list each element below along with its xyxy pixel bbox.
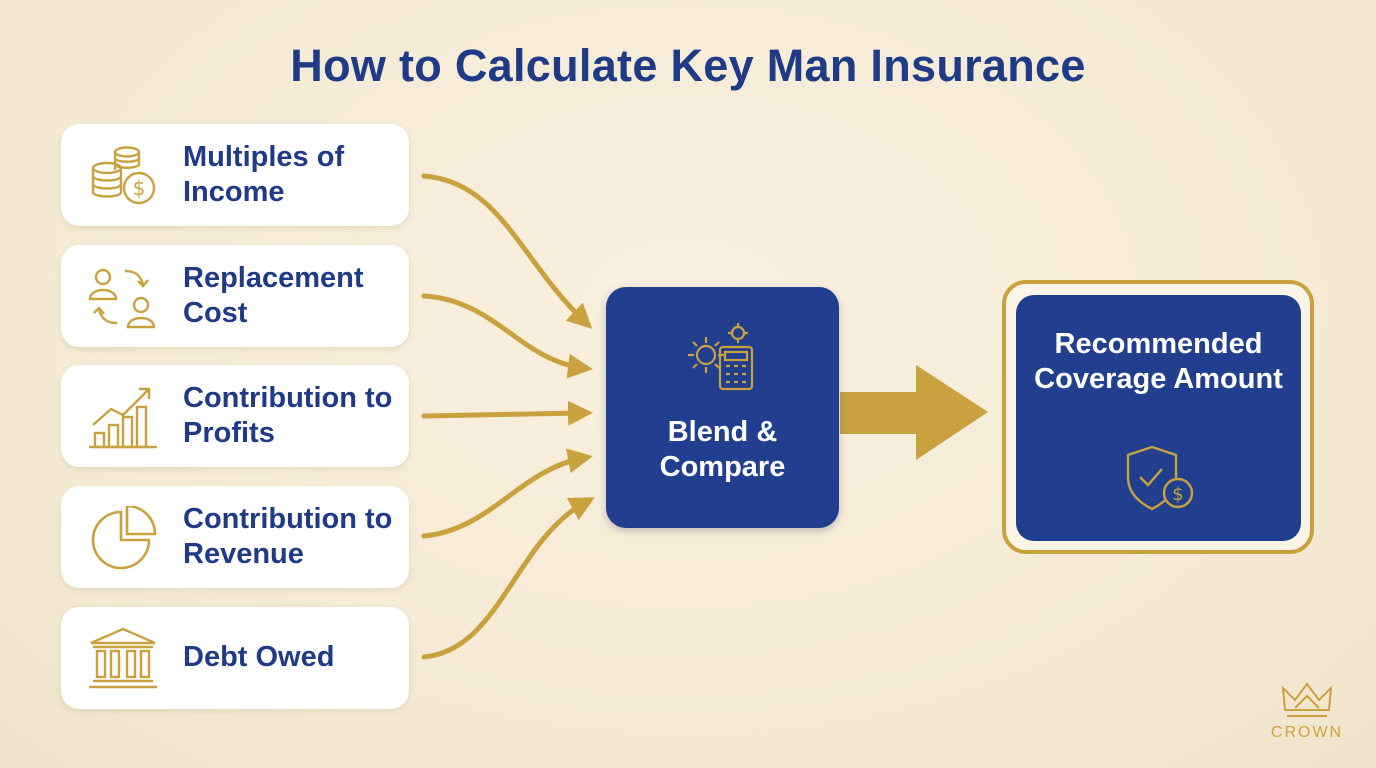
method-box-contribution-to-revenue: Contribution to Revenue [61, 486, 409, 588]
growth-chart-icon [89, 387, 157, 449]
person-swap-icon [88, 268, 156, 329]
bank-icon [89, 627, 157, 689]
pie-chart-icon [91, 506, 157, 570]
recommended-coverage-label: Recommended Coverage Amount [1034, 328, 1283, 396]
shield-dollar-icon: $ [1126, 445, 1194, 511]
svg-text:$: $ [1172, 484, 1183, 505]
svg-text:$: $ [133, 176, 146, 200]
blend-compare-label: Blend & Compare [659, 416, 786, 484]
method-box-debt-owed: Debt Owed [61, 607, 409, 709]
arrow-replacement [421, 293, 593, 379]
brand-name: CROWN [1270, 724, 1344, 741]
arrow-revenue [421, 448, 593, 539]
method-label: Contribution to Revenue [183, 502, 393, 570]
arrow-to-result [840, 365, 988, 460]
method-box-multiples-of-income: $ Multiples of Income [61, 124, 409, 226]
recommended-coverage-box: Recommended Coverage Amount $ [1016, 295, 1301, 541]
blend-compare-box: Blend & Compare [606, 287, 839, 528]
method-box-replacement-cost: Replacement Cost [61, 245, 409, 347]
gear-calculator-icon [688, 323, 754, 391]
arrow-profits [421, 400, 593, 426]
method-label: Debt Owed [183, 641, 335, 674]
arrow-debt [421, 497, 595, 660]
crown-icon [1281, 682, 1333, 717]
arrow-income [421, 173, 593, 329]
brand-logo: CROWN [1262, 682, 1352, 752]
method-label: Replacement Cost [183, 261, 364, 329]
method-label: Multiples of Income [183, 140, 345, 208]
coins-dollar-icon: $ [91, 146, 156, 205]
method-label: Contribution to Profits [183, 381, 393, 449]
page-title: How to Calculate Key Man Insurance [290, 40, 1086, 91]
method-box-contribution-to-profits: Contribution to Profits [61, 365, 409, 467]
